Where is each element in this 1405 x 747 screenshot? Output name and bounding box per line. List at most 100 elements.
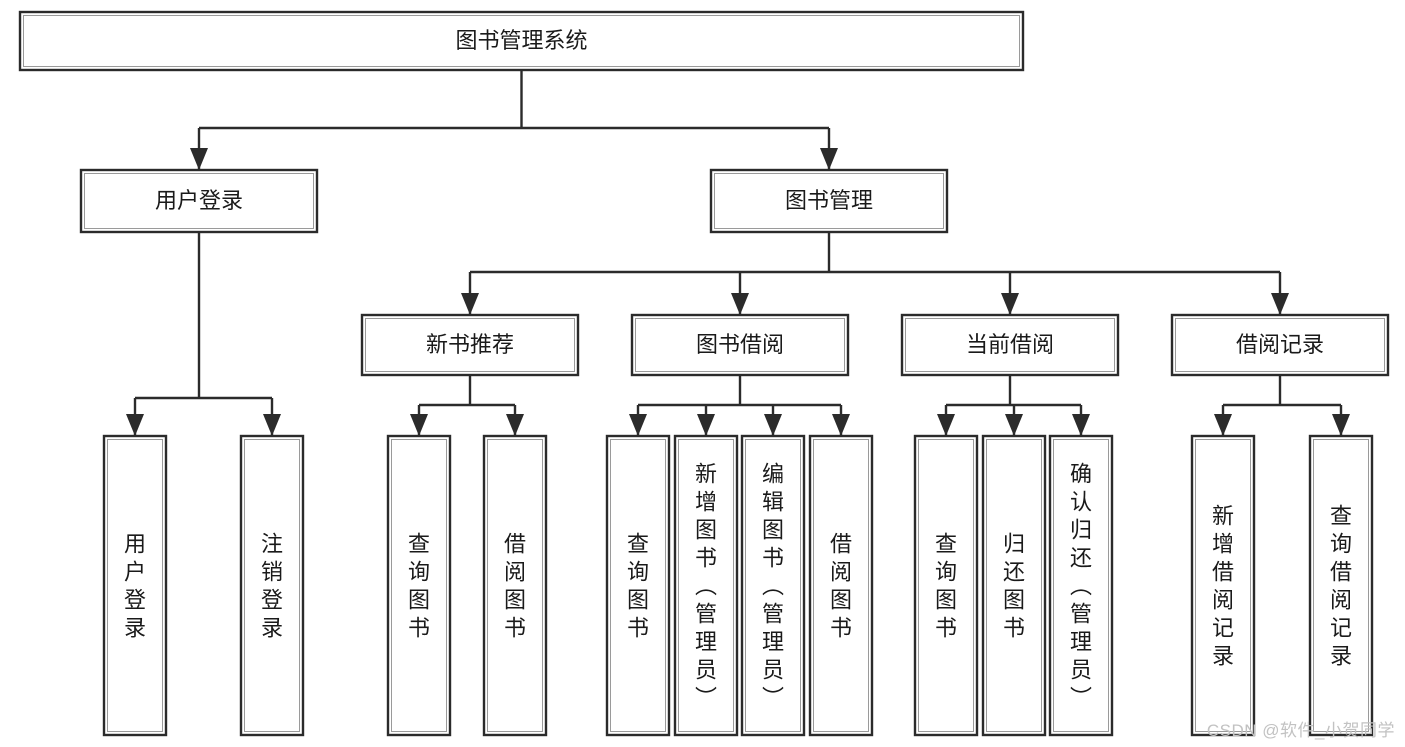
node-leaf-borrow-book-1-box-inner-edge — [487, 439, 543, 732]
edge-user-login-arrow-1 — [263, 414, 281, 436]
node-leaf-add-book[interactable]: 新增图书︵管理员︶ — [673, 434, 739, 737]
node-user-login-label: 用户登录 — [155, 188, 243, 213]
node-leaf-add-record[interactable]: 新增借阅记录 — [1190, 434, 1256, 737]
node-leaf-edit-book-label: 编辑图书︵管理员︶ — [762, 462, 784, 711]
node-leaf-edit-book-box — [740, 434, 806, 737]
node-leaf-query-record-box — [1308, 434, 1374, 737]
node-leaf-borrow-book-2-label: 借阅图书 — [830, 532, 852, 641]
node-leaf-query-record-label: 查询借阅记录 — [1330, 504, 1352, 669]
connector-edges — [126, 70, 1350, 436]
edge-current-borrow-arrow-0 — [937, 414, 955, 436]
node-leaf-edit-book[interactable]: 编辑图书︵管理员︶ — [740, 434, 806, 737]
node-leaf-borrow-book-2[interactable]: 借阅图书 — [808, 434, 874, 737]
node-leaf-logout-label: 注销登录 — [261, 532, 283, 641]
node-book-manage-label: 图书管理 — [785, 188, 873, 213]
node-leaf-edit-book-box-inner-edge — [745, 439, 801, 732]
node-leaf-query-record-box-inner-edge — [1313, 439, 1369, 732]
node-new-book-rec-box-inner-edge — [365, 318, 575, 372]
node-leaf-return-book[interactable]: 归还图书 — [981, 434, 1047, 737]
node-root-system-label: 图书管理系统 — [455, 28, 587, 53]
node-leaf-user-login-box-inner-edge — [107, 439, 163, 732]
node-leaf-return-book-box — [981, 434, 1047, 737]
node-leaf-user-login-label: 用户登录 — [124, 532, 146, 641]
node-leaf-query-book-1-box — [386, 434, 452, 737]
edge-book-borrow-arrow-2 — [764, 414, 782, 436]
node-leaf-borrow-book-2-box-inner-edge — [813, 439, 869, 732]
node-leaf-query-book-1-label: 查询图书 — [408, 532, 430, 641]
node-leaf-query-book-1-box-inner-edge — [391, 439, 447, 732]
edge-current-borrow-arrow-1 — [1005, 414, 1023, 436]
node-new-book-rec-label: 新书推荐 — [426, 332, 514, 357]
node-leaf-add-book-box — [673, 434, 739, 737]
node-leaf-add-record-box — [1190, 434, 1256, 737]
node-leaf-logout[interactable]: 注销登录 — [239, 434, 305, 737]
edge-book-borrow-arrow-1 — [697, 414, 715, 436]
node-book-borrow-box-inner-edge — [635, 318, 845, 372]
node-borrow-record-label: 借阅记录 — [1236, 332, 1324, 357]
node-book-borrow-label: 图书借阅 — [696, 332, 784, 357]
node-current-borrow-box-inner-edge — [905, 318, 1115, 372]
node-leaf-borrow-book-1[interactable]: 借阅图书 — [482, 434, 548, 737]
node-borrow-record-box-inner-edge — [1175, 318, 1385, 372]
node-root-system[interactable]: 图书管理系统 — [18, 10, 1025, 72]
node-leaf-confirm-return-box — [1048, 434, 1114, 737]
node-leaf-query-book-1[interactable]: 查询图书 — [386, 434, 452, 737]
edge-new-book-rec-arrow-0 — [410, 414, 428, 436]
node-leaf-add-record-label: 新增借阅记录 — [1212, 504, 1234, 669]
edge-root-arrow-0 — [190, 148, 208, 170]
node-new-book-rec[interactable]: 新书推荐 — [360, 313, 580, 377]
node-new-book-rec-box — [360, 313, 580, 377]
node-leaf-logout-box — [239, 434, 305, 737]
node-book-borrow[interactable]: 图书借阅 — [630, 313, 850, 377]
edge-borrow-record-arrow-0 — [1214, 414, 1232, 436]
node-leaf-confirm-return-box-inner-edge — [1053, 439, 1109, 732]
node-leaf-user-login-box — [102, 434, 168, 737]
node-user-login-box-inner-edge — [84, 173, 314, 229]
edge-new-book-rec-arrow-1 — [506, 414, 524, 436]
node-current-borrow[interactable]: 当前借阅 — [900, 313, 1120, 377]
edge-book-manage-arrow-0 — [461, 293, 479, 315]
node-borrow-record-box — [1170, 313, 1390, 377]
edge-current-borrow-arrow-2 — [1072, 414, 1090, 436]
node-book-manage-box — [709, 168, 949, 234]
node-leaf-add-book-label: 新增图书︵管理员︶ — [695, 462, 717, 711]
edge-book-manage-arrow-2 — [1001, 293, 1019, 315]
node-leaf-return-book-box-inner-edge — [986, 439, 1042, 732]
node-current-borrow-label: 当前借阅 — [966, 332, 1054, 357]
diagram-nodes: 图书管理系统用户登录图书管理新书推荐图书借阅当前借阅借阅记录用户登录注销登录查询… — [18, 10, 1390, 737]
node-leaf-borrow-book-1-box — [482, 434, 548, 737]
node-leaf-query-book-3-box — [913, 434, 979, 737]
node-leaf-query-book-3[interactable]: 查询图书 — [913, 434, 979, 737]
node-leaf-query-book-3-label: 查询图书 — [935, 532, 957, 641]
edge-book-manage-arrow-3 — [1271, 293, 1289, 315]
edge-user-login-arrow-0 — [126, 414, 144, 436]
node-leaf-query-book-2[interactable]: 查询图书 — [605, 434, 671, 737]
node-leaf-add-record-box-inner-edge — [1195, 439, 1251, 732]
edge-book-borrow-arrow-3 — [832, 414, 850, 436]
node-leaf-add-book-box-inner-edge — [678, 439, 734, 732]
node-book-borrow-box — [630, 313, 850, 377]
node-leaf-query-record[interactable]: 查询借阅记录 — [1308, 434, 1374, 737]
node-root-system-box — [18, 10, 1025, 72]
node-leaf-logout-box-inner-edge — [244, 439, 300, 732]
node-leaf-confirm-return-label: 确认归还︵管理员︶ — [1070, 462, 1092, 711]
node-leaf-borrow-book-2-box — [808, 434, 874, 737]
node-leaf-query-book-3-box-inner-edge — [918, 439, 974, 732]
node-borrow-record[interactable]: 借阅记录 — [1170, 313, 1390, 377]
node-book-manage[interactable]: 图书管理 — [709, 168, 949, 234]
node-leaf-query-book-2-label: 查询图书 — [627, 532, 649, 641]
edge-borrow-record-arrow-1 — [1332, 414, 1350, 436]
node-user-login-box — [79, 168, 319, 234]
node-leaf-query-book-2-box — [605, 434, 671, 737]
node-current-borrow-box — [900, 313, 1120, 377]
node-leaf-return-book-label: 归还图书 — [1003, 532, 1025, 641]
node-leaf-confirm-return[interactable]: 确认归还︵管理员︶ — [1048, 434, 1114, 737]
node-leaf-borrow-book-1-label: 借阅图书 — [504, 532, 526, 641]
node-book-manage-box-inner-edge — [714, 173, 944, 229]
edge-book-manage-arrow-1 — [731, 293, 749, 315]
node-user-login[interactable]: 用户登录 — [79, 168, 319, 234]
node-leaf-user-login[interactable]: 用户登录 — [102, 434, 168, 737]
node-root-system-box-inner-edge — [23, 15, 1020, 67]
